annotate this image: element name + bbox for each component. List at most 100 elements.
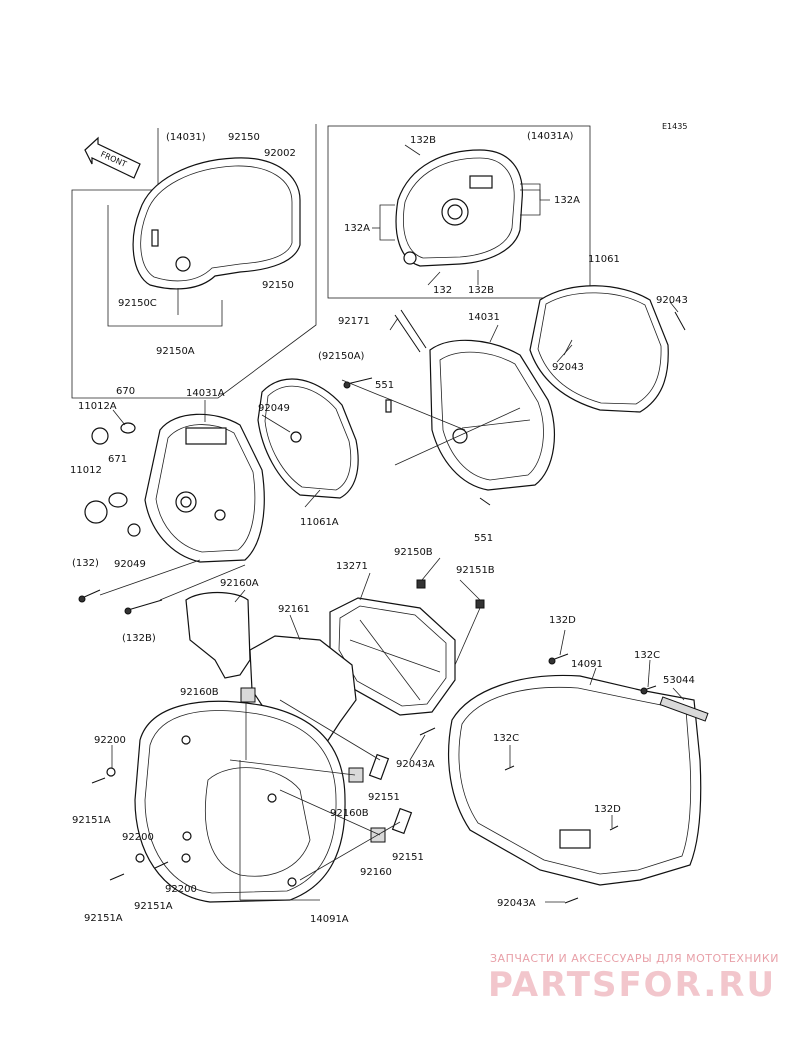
cap-11012 (84, 500, 108, 524)
dowel-92043A-a (419, 727, 436, 736)
label-92043A: 92043A (396, 759, 435, 770)
damper-92160B-b (348, 767, 364, 783)
label-11061A: 11061A (300, 517, 339, 528)
label-92151A: 92151A (134, 901, 173, 912)
label-92043: 92043 (656, 295, 688, 306)
label-11012A: 11012A (78, 401, 117, 412)
plate-13271 (329, 597, 456, 716)
label-92151B: 92151B (456, 565, 495, 576)
dowel-551 (385, 399, 392, 413)
label-92161: 92161 (278, 604, 310, 615)
label-92043A: 92043A (497, 898, 536, 909)
label-92150: 92150 (262, 280, 294, 291)
rod-53044 (659, 696, 709, 722)
label-132C: 132C (634, 650, 660, 661)
diagram-code: E1435 (662, 122, 687, 131)
label-132B-paren: (132B) (122, 633, 156, 644)
gasket-11061A (257, 378, 359, 499)
label-671: 671 (108, 454, 127, 465)
label-92150A-paren: (92150A) (318, 351, 365, 362)
part-labels: (14031) 92150 92002 92150 92150C 92150A … (70, 131, 695, 925)
label-92200: 92200 (122, 832, 154, 843)
bolt-92151A-a (91, 777, 106, 784)
bolt-132D-b (609, 825, 619, 831)
bolt-132 (78, 589, 101, 603)
label-92151: 92151 (368, 792, 400, 803)
label-11012: 11012 (70, 465, 102, 476)
front-arrow-icon (84, 136, 141, 179)
bolt-132D-a (548, 653, 569, 665)
label-551: 551 (375, 380, 394, 391)
collar-92151-b (391, 807, 413, 835)
cover-14031A (144, 413, 265, 563)
bolt-132C-a (640, 685, 657, 695)
label-92150B: 92150B (394, 547, 433, 558)
watermark-tagline: ЗАПЧАСТИ И АКСЕССУАРЫ ДЛЯ МОТОТЕХНИКИ (490, 952, 779, 965)
label-132B: 132B (468, 285, 494, 296)
label-132C: 132C (493, 733, 519, 744)
bolt-92171 (394, 309, 427, 353)
o-ring-671 (108, 492, 128, 508)
damper-92160B-a (240, 687, 256, 703)
cap-11012A (91, 427, 109, 445)
label-92160: 92160 (360, 867, 392, 878)
gasket-11061 (529, 285, 686, 413)
label-92200: 92200 (94, 735, 126, 746)
label-132D: 132D (594, 804, 621, 815)
washer-92049 (127, 523, 141, 537)
label-14091: 14091 (571, 659, 603, 670)
label-132D: 132D (549, 615, 576, 626)
label-132: 132 (433, 285, 452, 296)
insulator-92160A (185, 591, 251, 679)
collar-92151-a (368, 753, 390, 781)
label-132-paren: (132) (72, 558, 99, 569)
label-14031-paren: (14031) (166, 132, 206, 143)
cover-14091 (447, 674, 702, 886)
bolt-92151B (454, 599, 485, 666)
inset-box-generator-cover (327, 125, 591, 299)
label-14031: 14031 (468, 312, 500, 323)
bolt-92151A-b (109, 873, 125, 881)
label-92151: 92151 (392, 852, 424, 863)
label-14031A: 14031A (186, 388, 225, 399)
label-11061: 11061 (588, 254, 620, 265)
label-92049: 92049 (114, 559, 146, 570)
watermark-brand-logo: PARTSFOR.RU (488, 965, 776, 1005)
label-92150A: 92150A (156, 346, 195, 357)
bolt-132B (124, 599, 163, 615)
label-92151A: 92151A (84, 913, 123, 924)
label-92043: 92043 (552, 362, 584, 373)
label-14031A-paren: (14031A) (527, 131, 574, 142)
watermark: ЗАПЧАСТИ И АКСЕССУАРЫ ДЛЯ МОТОТЕХНИКИ PA… (488, 952, 779, 1005)
label-92171: 92171 (338, 316, 370, 327)
label-92160B: 92160B (330, 808, 369, 819)
label-92002: 92002 (264, 148, 296, 159)
bolt-92151A-c (154, 861, 169, 869)
label-92151A: 92151A (72, 815, 111, 826)
inset-box-clutch-cover (71, 124, 317, 399)
label-132B: 132B (410, 135, 436, 146)
label-670: 670 (116, 386, 135, 397)
bolt-92150A (343, 377, 373, 389)
label-53044: 53044 (663, 675, 695, 686)
label-132A: 132A (344, 223, 370, 234)
washer-92200-a (106, 767, 116, 777)
o-ring-670 (120, 422, 136, 434)
dowel-92043A-b (564, 897, 579, 904)
label-92200: 92200 (165, 884, 197, 895)
label-13271: 13271 (336, 561, 368, 572)
label-92150C: 92150C (118, 298, 157, 309)
washer-92200-c (181, 853, 191, 863)
label-551: 551 (474, 533, 493, 544)
leader-lines (99, 144, 685, 903)
washer-92200-b (135, 853, 145, 863)
label-92049: 92049 (258, 403, 290, 414)
label-92160B: 92160B (180, 687, 219, 698)
label-14091A: 14091A (310, 914, 349, 925)
label-92150: 92150 (228, 132, 260, 143)
bolt-132C-b (504, 765, 515, 771)
cover-14031 (429, 339, 555, 506)
label-132A: 132A (554, 195, 580, 206)
bolt-92150B (416, 579, 426, 589)
